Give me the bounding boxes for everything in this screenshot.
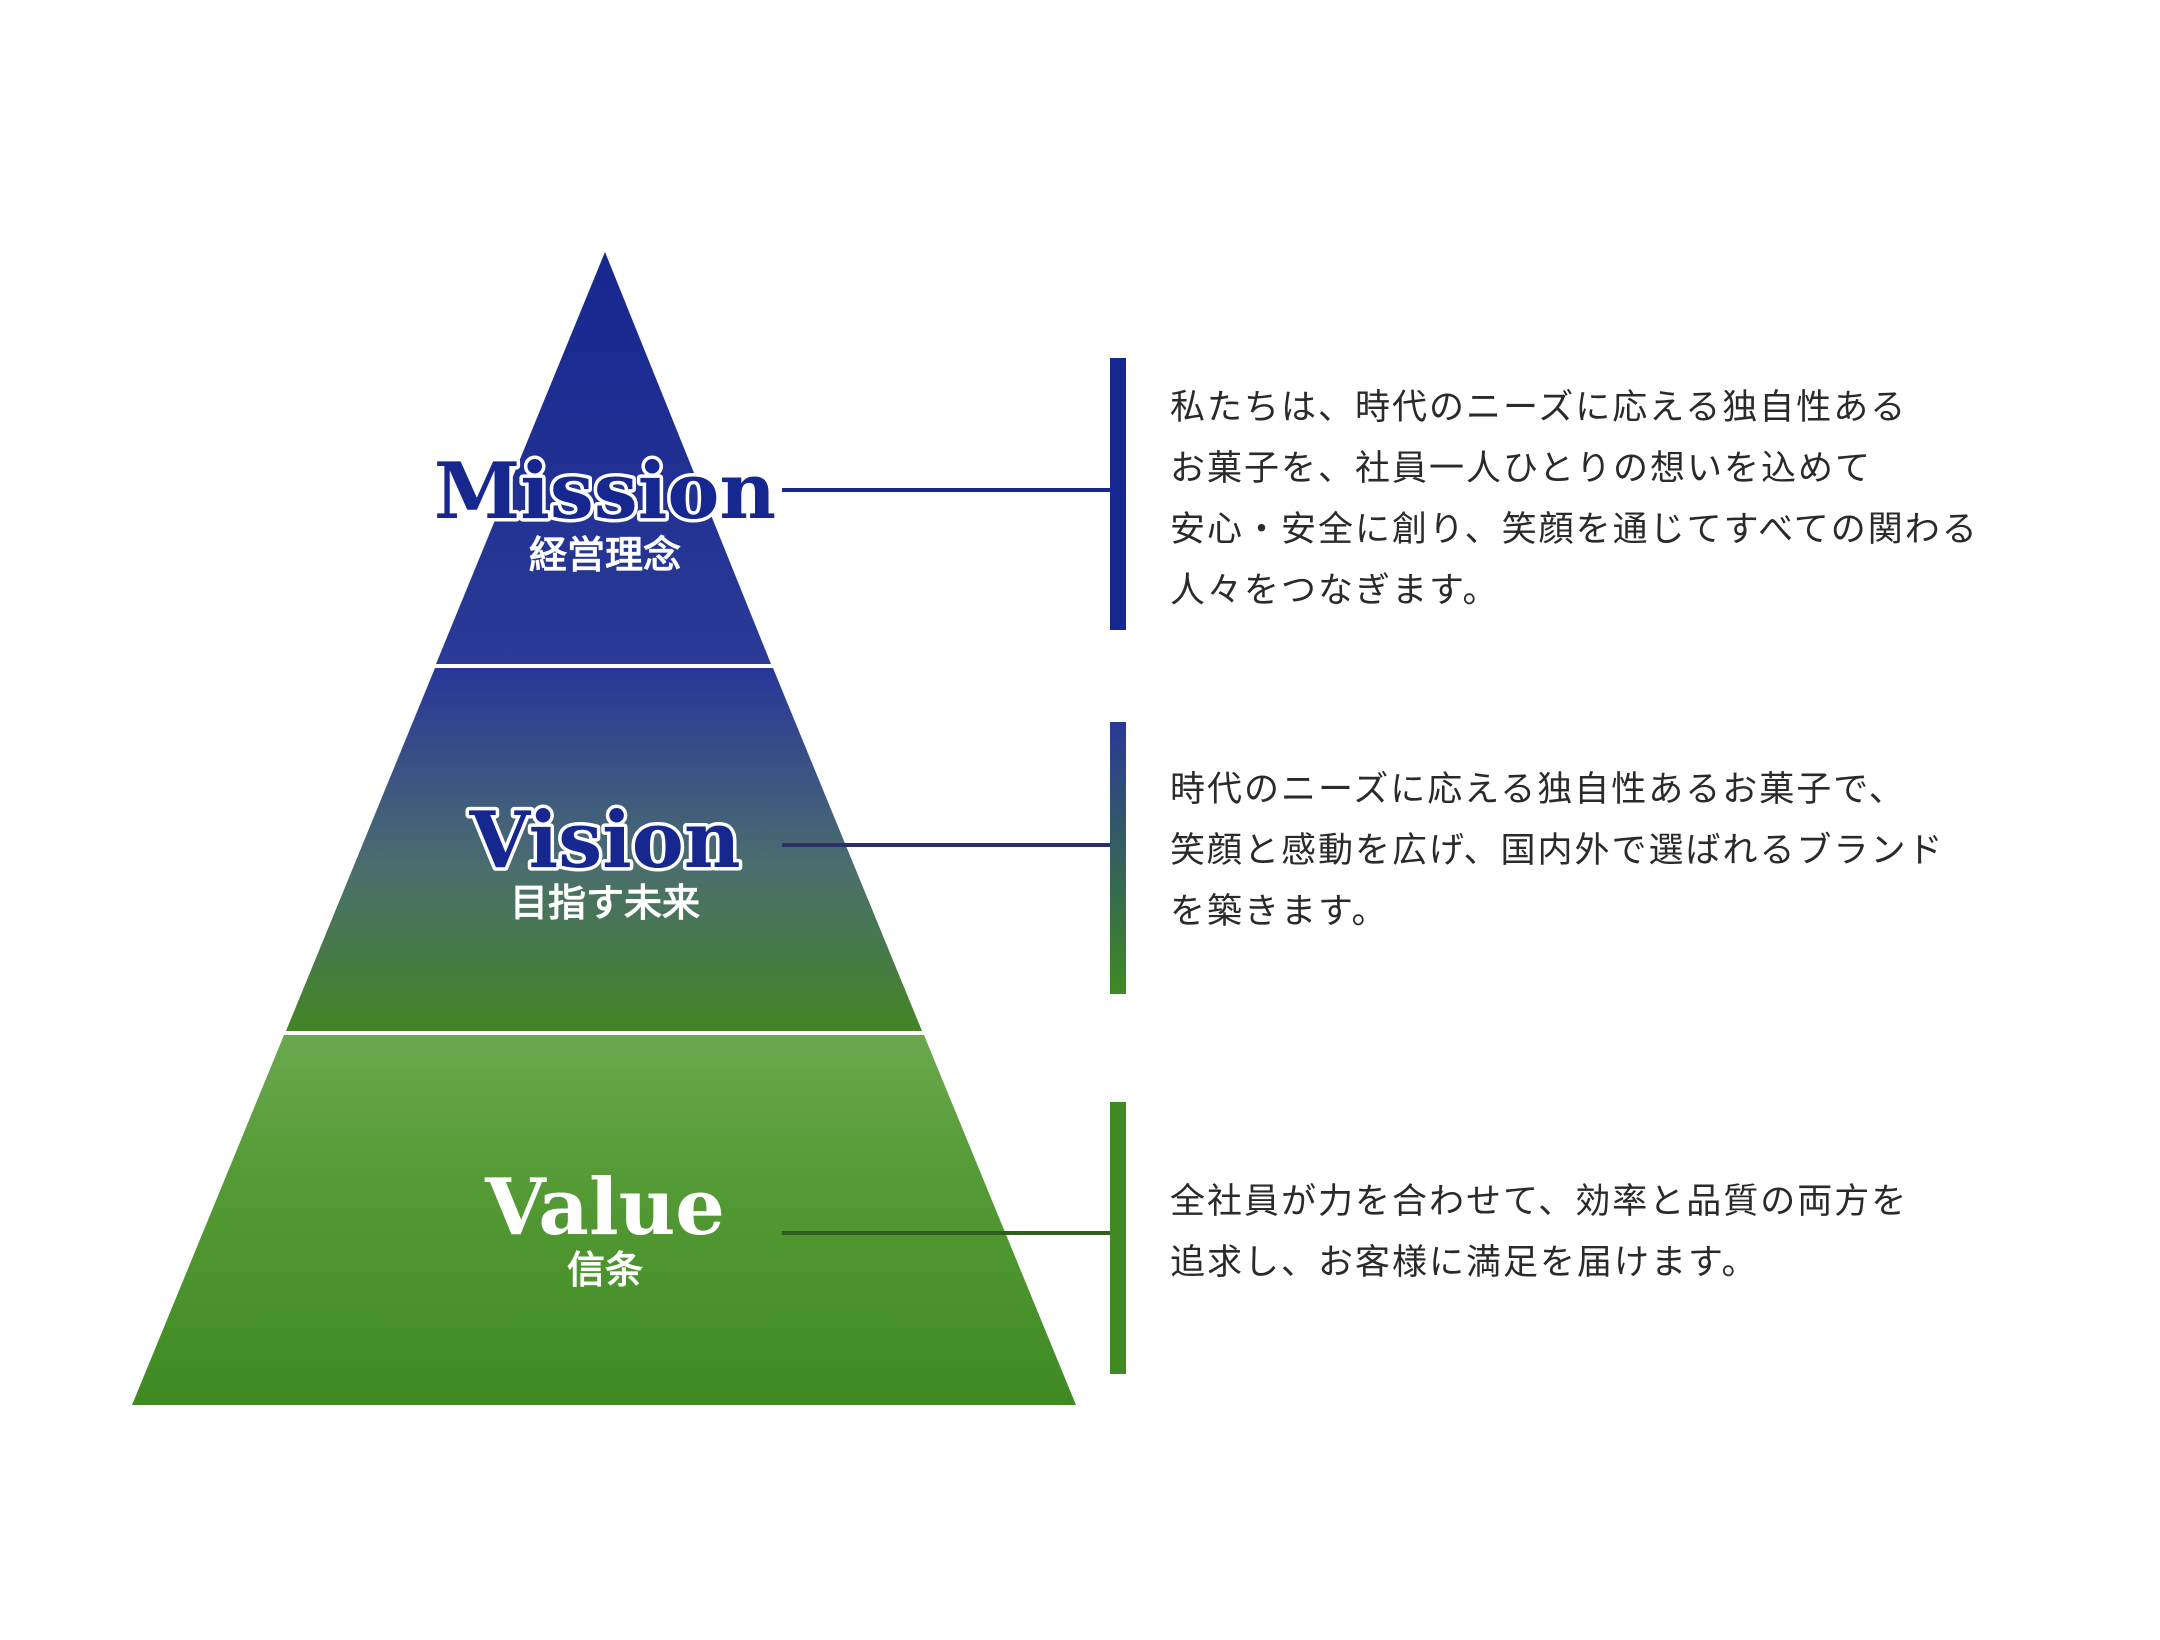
mission-description-line: 安心・安全に創り、笑顔を通じてすべての関わる [1170, 510, 1979, 550]
mission-description-line: お菓子を、社員一人ひとりの想いを込めて [1170, 449, 1872, 489]
value-description-line: 全社員が力を合わせて、効率と品質の両方を [1170, 1182, 1909, 1222]
vision-description: 時代のニーズに応える独自性あるお菓子で、 笑顔と感動を広げ、国内外で選ばれるブラ… [1170, 760, 2130, 943]
mission-description-line: 人々をつなぎます。 [1170, 571, 1500, 611]
value-layer [132, 1035, 1076, 1405]
value-title: Value [484, 1162, 725, 1253]
mission-layer [436, 252, 771, 664]
vision-subtitle: 目指す未来 [510, 881, 700, 925]
vision-description-line: 笑顔と感動を広げ、国内外で選ばれるブランド [1170, 831, 1945, 871]
value-description: 全社員が力を合わせて、効率と品質の両方を 追求し、お客様に満足を届けます。 [1170, 1172, 2130, 1294]
value-description-line: 追求し、お客様に満足を届けます。 [1170, 1243, 1759, 1283]
vision-description-line: を築きます。 [1170, 892, 1389, 932]
value-subtitle: 信条 [567, 1248, 643, 1292]
value-bracket-bar [1110, 1102, 1126, 1374]
vision-bracket-bar [1110, 722, 1126, 994]
vision-title: Vision [468, 795, 740, 886]
mission-subtitle: 経営理念 [529, 533, 681, 577]
mission-bracket-bar [1110, 358, 1126, 630]
mission-description-line: 私たちは、時代のニーズに応える独自性ある [1170, 388, 1908, 428]
vision-description-line: 時代のニーズに応える独自性あるお菓子で、 [1170, 770, 1906, 810]
mission-description: 私たちは、時代のニーズに応える独自性ある お菓子を、社員一人ひとりの想いを込めて… [1170, 378, 2130, 622]
vision-layer [286, 668, 922, 1031]
mission-title: Mission [434, 446, 776, 537]
